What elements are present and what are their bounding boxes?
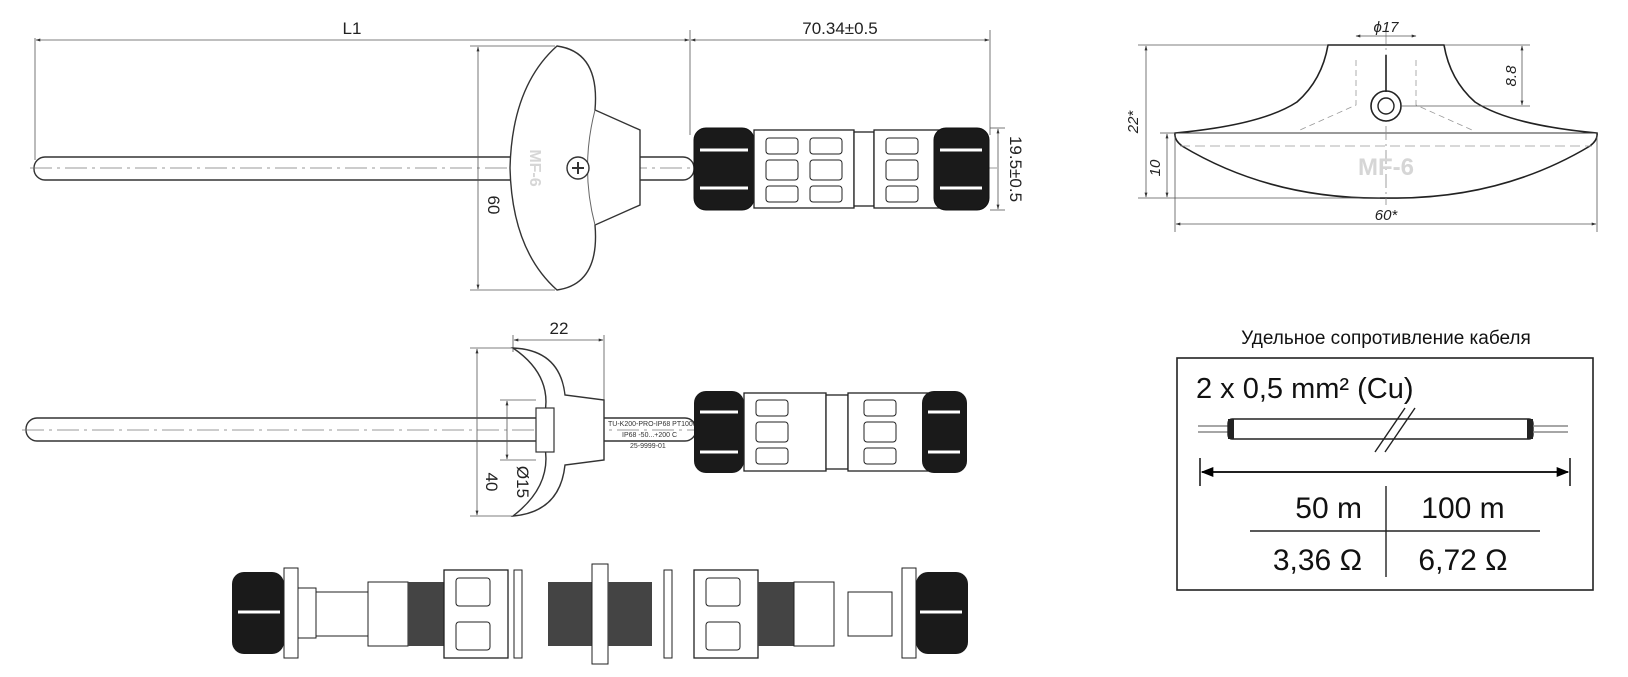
- threaded-body-left: [367, 569, 509, 659]
- header-50m: 50 m: [1295, 492, 1362, 525]
- dimension-flange-depth: [512, 335, 605, 400]
- o-ring-right: [663, 569, 673, 659]
- dimension-l1-label: L1: [343, 19, 362, 38]
- side-view: 22 TU-K200-PRO-IP68 PT1000 IP68 -50...+2…: [22, 319, 967, 517]
- marking-line-3: 25-9999-01: [630, 443, 666, 450]
- dimension-l1: [34, 30, 991, 160]
- center-coupling: [548, 563, 652, 665]
- dimension-base-height-label: 10: [1147, 159, 1164, 176]
- cable-illustration: [1198, 407, 1568, 453]
- cable-resistance-panel: Удельное сопротивление кабеля 2 x 0,5 mm…: [1176, 328, 1594, 591]
- value-100m: 6,72 Ω: [1418, 544, 1507, 577]
- dimension-total-height: [1138, 44, 1380, 199]
- dimension-base-height: [1160, 132, 1175, 198]
- dimension-flange-height: [470, 45, 555, 291]
- flange-front-mark-label: MF-6: [1358, 154, 1414, 181]
- o-ring-left: [513, 569, 523, 659]
- header-100m: 100 m: [1421, 492, 1504, 525]
- top-view: L1 70.34±0.5 MF-6 60: [30, 19, 1025, 291]
- flange-front-view: MF-6 ϕ17 8.8 22* 10: [1125, 19, 1598, 232]
- seal-insert-right: [847, 591, 893, 637]
- dimension-flange-height-side: [470, 347, 512, 517]
- mounting-flange-side: [510, 347, 605, 517]
- marking-line-1: TU-K200-PRO-IP68 PT1000: [608, 421, 697, 428]
- side-marking: TU-K200-PRO-IP68 PT1000 IP68 -50...+200 …: [608, 421, 697, 450]
- dimension-flange-width-label: 60*: [1375, 207, 1399, 224]
- cable-connector-side: [694, 391, 967, 473]
- threaded-body-right: [693, 569, 835, 659]
- flange-mark-label: MF-6: [526, 149, 543, 186]
- dimension-connector-diameter: [990, 127, 1005, 211]
- marking-line-2: IP68 -50...+200 C: [622, 432, 677, 439]
- dimension-flange-depth-label: 22: [550, 319, 569, 338]
- exploded-connector-view: [232, 563, 968, 665]
- value-50m: 3,36 Ω: [1273, 544, 1362, 577]
- dimension-probe-diameter-label: Ø15: [513, 466, 532, 498]
- dimension-connector-length-label: 70.34±0.5: [802, 19, 878, 38]
- cable-spec-label: 2 x 0,5 mm² (Cu): [1196, 373, 1414, 405]
- flange-hole-icon: [1370, 55, 1402, 122]
- cable-table-title: Удельное сопротивление кабеля: [1241, 328, 1531, 349]
- cable-connector: [693, 127, 990, 211]
- dimension-total-height-label: 22*: [1125, 110, 1142, 135]
- dimension-flange-height-label: 60: [484, 196, 503, 215]
- dimension-top-height: [1402, 44, 1530, 107]
- dimension-hole-diameter-label: ϕ17: [1373, 19, 1399, 36]
- dimension-probe-diameter: [500, 399, 536, 461]
- dimension-flange-width: [1174, 135, 1598, 232]
- dimension-connector-diameter-label: 19.5±0.5: [1006, 136, 1025, 202]
- screw-icon: [566, 156, 590, 180]
- dimension-top-height-label: 8.8: [1503, 65, 1520, 87]
- cable-gland-left: [232, 567, 317, 659]
- flange-collar: [535, 407, 555, 453]
- cable-gland-right: [901, 567, 968, 659]
- dimension-flange-height-side-label: 40: [482, 473, 501, 492]
- flange-hidden-lines: [1299, 60, 1473, 131]
- seal-insert-left: [315, 591, 369, 637]
